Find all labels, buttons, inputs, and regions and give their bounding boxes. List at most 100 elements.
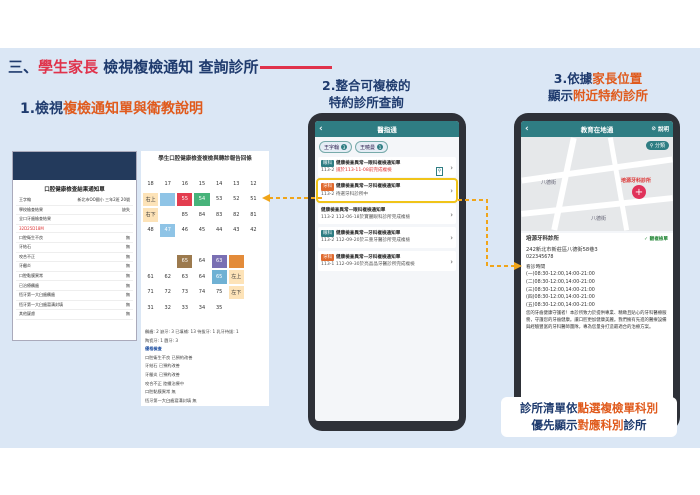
notice-row: 32D25D18M	[16, 225, 133, 234]
tooth-cell: 71	[143, 285, 159, 299]
map-pin-icon[interactable]: ⚲	[435, 167, 443, 177]
form-line: 牙結石 已預約改善	[145, 363, 180, 369]
notices-app-header: ‹ 醫指通	[315, 121, 459, 137]
form-line: 恆牙第一大臼齒窩溝封填 無	[145, 397, 197, 403]
hours-line: (三)08:30-12:00,14:00-21:00	[526, 287, 595, 293]
clinic-name: 培源牙科診所	[526, 236, 560, 242]
notice-list-item[interactable]: 牙科健康檢查異常—牙科複檢通知單 113-1 112-09-30於亮晶晶牙醫診所…	[318, 250, 456, 272]
tooth-cell: 47	[160, 223, 176, 237]
tooth-cell: 64	[194, 270, 210, 284]
form-line: 口腔衛生不良 已預約改善	[145, 354, 193, 360]
tooth-cell	[245, 239, 261, 253]
chevron-right-icon: ›	[450, 210, 453, 219]
tooth-cell: 85	[177, 208, 193, 222]
notice-row: 其他疑慮無	[16, 310, 133, 320]
hours-line: (四)08:30-12:00,14:00-21:00	[526, 295, 595, 301]
notice-list-item[interactable]: 眼科健康檢查異常—牙科複檢通知單 113-2 112-09-20於三重牙醫診所完…	[318, 227, 456, 248]
tooth-cell	[160, 254, 176, 268]
tooth-cell: 13	[228, 177, 244, 191]
notice-list-item[interactable]: 眼科健康檢查異常—眼科複檢通知單 113-2 請於113-11-08前完成複檢 …	[318, 157, 456, 178]
marker-label: 培源牙科診所	[621, 178, 652, 184]
tooth-cell: 84	[194, 208, 210, 222]
notice-list-item[interactable]: 健康檢查異常—眼科複檢通知單 113-2 112-06-18於寶麗眼科診所完成複…	[318, 203, 456, 225]
tooth-cell	[160, 239, 176, 253]
hours-line: (五)08:30-12:00,14:00-21:00	[526, 302, 595, 308]
chevron-right-icon: ›	[450, 164, 453, 172]
tooth-cell: 72	[160, 285, 176, 299]
notice-row: 牙齦炎無	[16, 262, 133, 272]
tooth-cell	[245, 254, 261, 268]
tooth-cell: 17	[160, 177, 176, 191]
tooth-cell: 75	[211, 285, 227, 299]
help-button[interactable]: ⊘說明	[651, 126, 669, 133]
chevron-right-icon: ›	[450, 234, 453, 243]
tooth-cell: 右下	[143, 208, 159, 222]
tooth-cell: 54	[194, 192, 210, 206]
filter-button[interactable]: ⚲ 分類	[645, 141, 669, 150]
hours-title: 看診時間	[526, 264, 546, 270]
notice-list-item[interactable]: 牙科健康檢查異常—牙科複檢通知單 113-2 待選牙科診所中 ›	[316, 178, 458, 203]
phone-mockup-clinics: ‹ 教育在地通 ⊘說明 八德街 八德街 ⚲ 分類 培源牙科診所 + 培源牙科診所…	[514, 113, 680, 431]
clinic-badge: ✓ 翻複檢單	[644, 237, 668, 242]
form-line: 優格檢查	[145, 346, 162, 352]
tooth-cell: 61	[143, 270, 159, 284]
clinic-screen: ‹ 教育在地通 ⊘說明 八德街 八德街 ⚲ 分類 培源牙科診所 + 培源牙科診所…	[521, 121, 673, 421]
form-line: 口腔黏膜異常 無	[145, 389, 176, 395]
street-label: 八德街	[591, 216, 607, 222]
tooth-cell: 31	[143, 301, 159, 315]
tooth-cell: 34	[194, 301, 210, 315]
tooth-cell: 左上	[228, 270, 244, 284]
tooth-cell	[143, 254, 159, 268]
form-line: 牙齦炎 已預約改善	[145, 371, 180, 377]
tooth-cell: 32	[160, 301, 176, 315]
clinic-address: 242新北市新莊區八德街58巷3	[526, 246, 598, 253]
tooth-cell	[228, 239, 244, 253]
chevron-right-icon: ›	[450, 187, 453, 196]
tooth-cell: 43	[228, 223, 244, 237]
clinic-app-title: 教育在地通	[580, 126, 614, 134]
tooth-cell	[194, 239, 210, 253]
clinic-phone: 022345678	[526, 255, 554, 261]
back-icon[interactable]: ‹	[319, 124, 323, 134]
form-line: 齲齒: 2 缺牙: 3 已填補: 13 待拔牙: 1 乳牙待拔: 1	[145, 329, 239, 334]
tooth-cell: 16	[177, 177, 193, 191]
form-line: 陶瓷牙: 1 贗牙: 3	[145, 337, 179, 343]
notice-card: 口腔健康檢查結果通知單 王字翰新北市OO國小 三年2班 20號學校檢查結果缺失全…	[16, 182, 133, 320]
tooth-cell: 65	[211, 270, 227, 284]
tooth-cell: 62	[160, 270, 176, 284]
eye-off-icon: ⊘	[651, 126, 656, 132]
notice-row: 口腔衛生不良無	[16, 233, 133, 243]
clinic-name-row: 培源牙科診所 ✓ 翻複檢單	[526, 236, 668, 244]
clinic-app-header: ‹ 教育在地通 ⊘說明	[521, 121, 673, 137]
notice-screenshot: 口腔健康檢查結果通知單 王字翰新北市OO國小 三年2班 20號學校檢查結果缺失全…	[12, 151, 137, 341]
tooth-cell: 左下	[228, 285, 244, 299]
hours-line: (二)08:30-12:00,14:00-21:00	[526, 279, 595, 285]
tooth-cell: 55	[177, 192, 193, 206]
specialty-tag: 牙科	[321, 183, 334, 191]
tooth-cell: 83	[211, 208, 227, 222]
form-title: 學生口腔健康檢查複檢與轉診報告回條	[158, 156, 252, 162]
tooth-cell: 46	[177, 223, 193, 237]
tooth-cell	[177, 239, 193, 253]
tooth-cell	[160, 208, 176, 222]
callout-box: 診所清單依點選複檢單科別 優先顯示對應科別診所	[501, 397, 677, 437]
tooth-cell: 65	[177, 254, 193, 268]
notice-card-title: 口腔健康檢查結果通知單	[44, 187, 105, 193]
back-icon[interactable]: ‹	[525, 124, 529, 134]
tooth-cell: 64	[194, 254, 210, 268]
clinic-marker-icon[interactable]: +	[632, 185, 646, 199]
tooth-cell: 63	[177, 270, 193, 284]
map-view[interactable]: 八德街 八德街 ⚲ 分類 培源牙科診所 +	[521, 137, 673, 231]
form-line: 咬合不正 陸續治療中	[145, 380, 185, 386]
tooth-cell	[211, 239, 227, 253]
notices-app-title: 醫指通	[377, 126, 397, 134]
section2-heading: 2.整合可複檢的特約診所查詢	[322, 78, 411, 110]
notice-row: 牙結石無	[16, 243, 133, 253]
specialty-tag: 眼科	[321, 160, 334, 168]
